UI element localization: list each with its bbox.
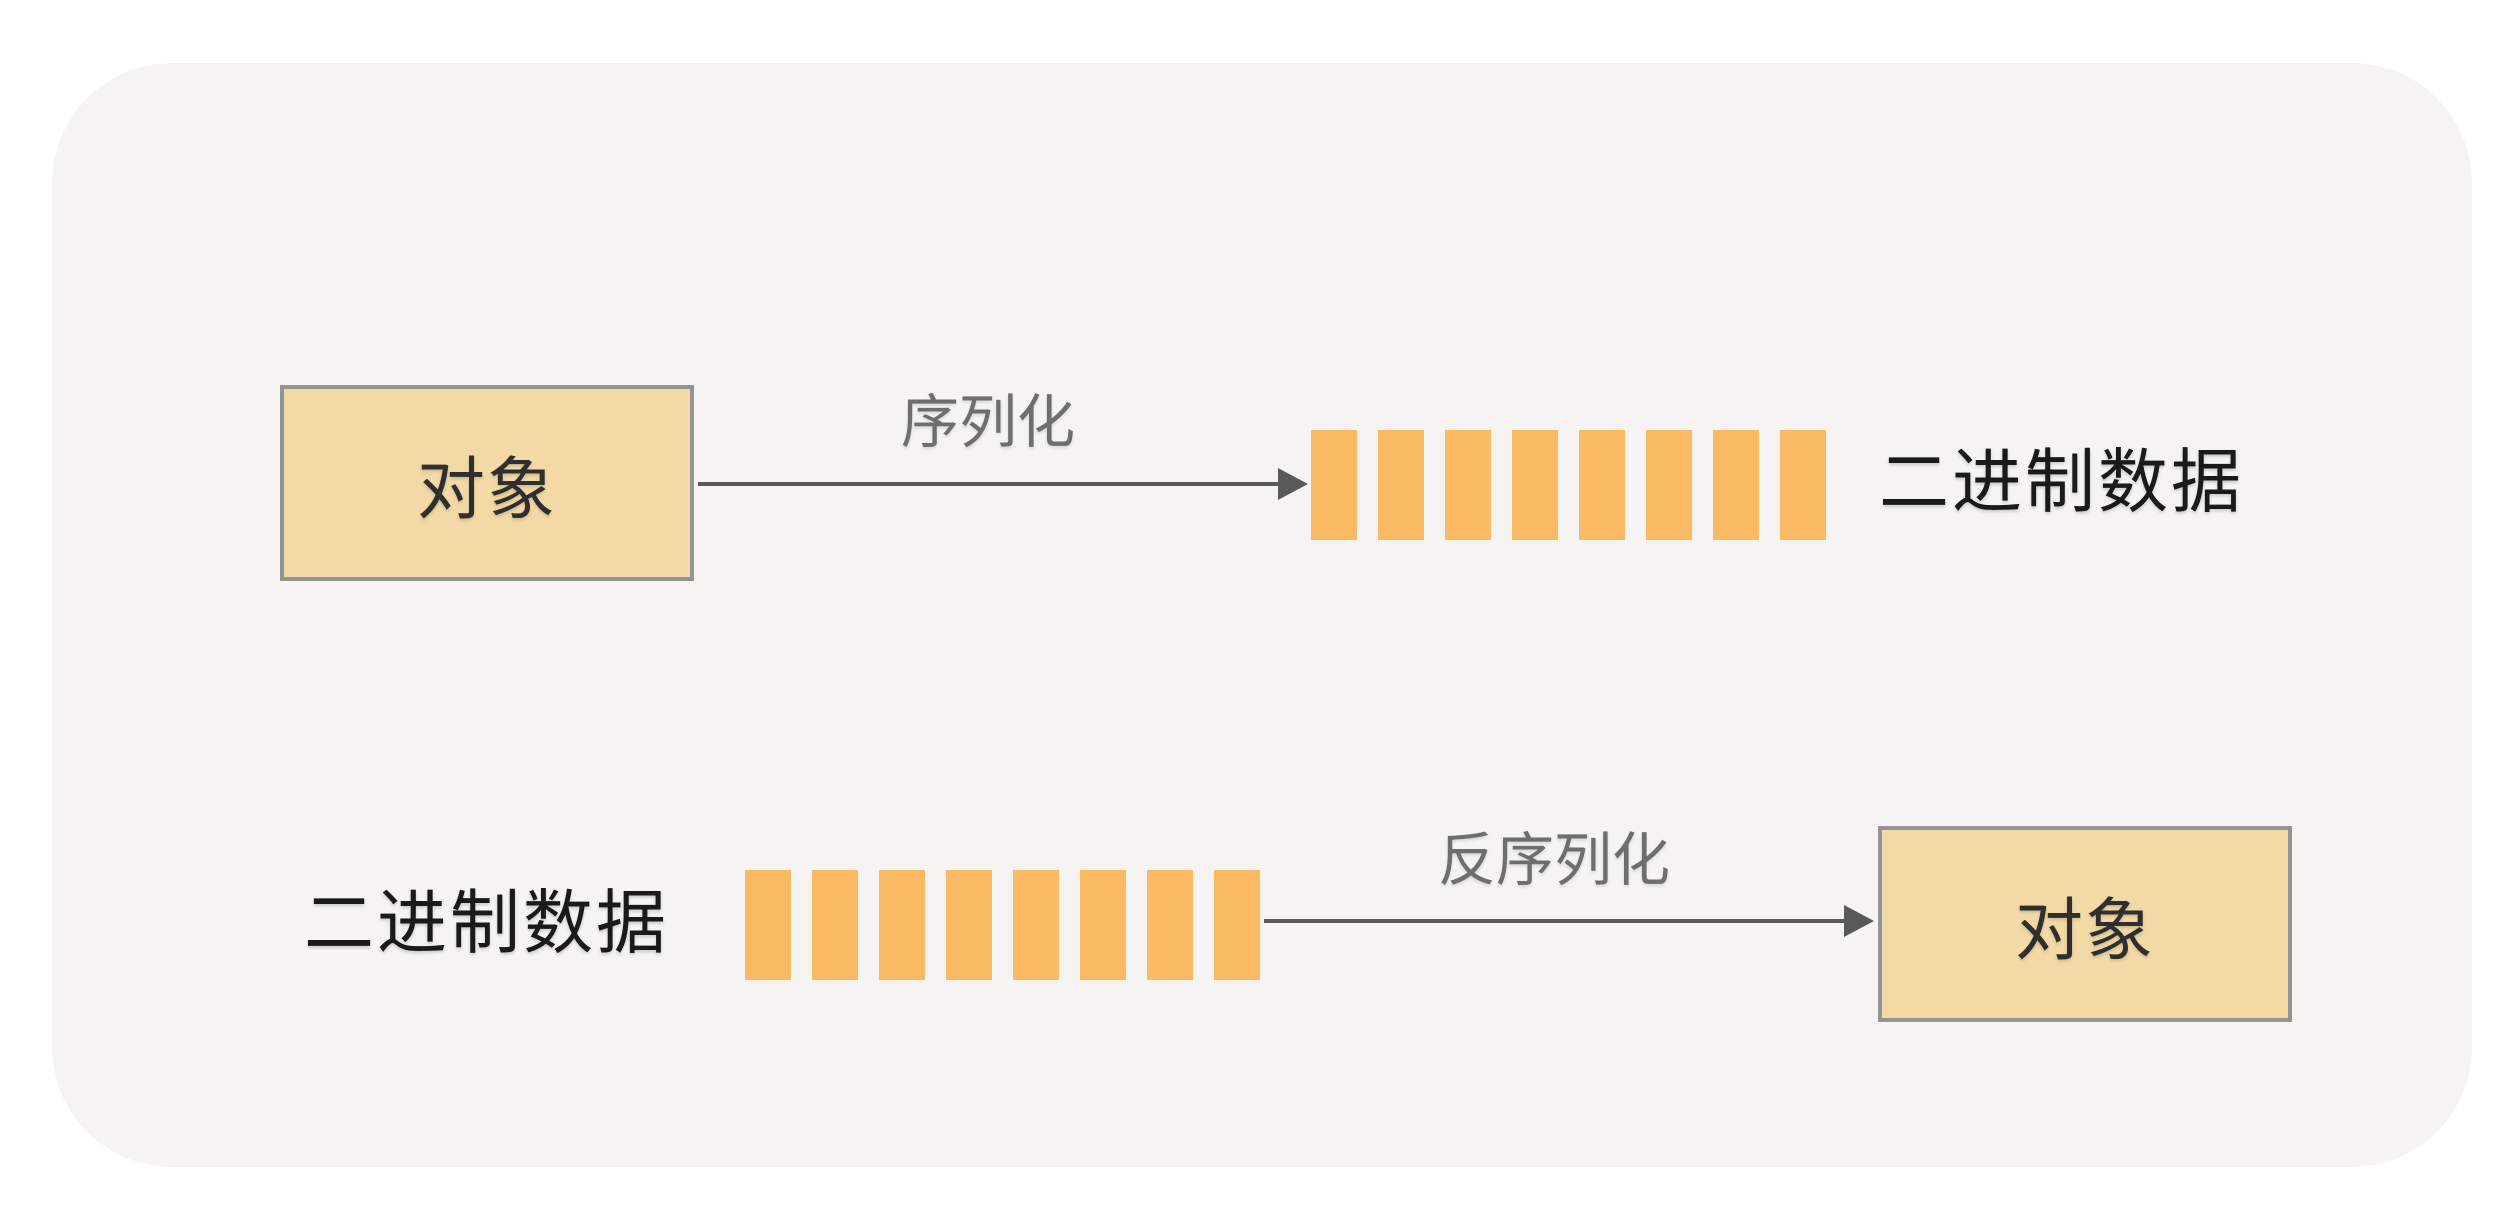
deserialize-arrow-line [1264, 919, 1844, 923]
binary-bars-bottom [745, 870, 1260, 980]
binary-bar [1214, 870, 1260, 980]
binary-bar [879, 870, 925, 980]
serialize-label: 序列化 [900, 390, 1075, 455]
serialize-arrow-line [698, 482, 1278, 486]
object-box-top: 对象 [280, 385, 694, 581]
binary-bar [745, 870, 791, 980]
serialize-arrowhead-icon [1278, 468, 1308, 500]
binary-bar [1311, 430, 1357, 540]
object-box-bottom-label: 对象 [2014, 892, 2155, 969]
object-box-bottom: 对象 [1878, 826, 2292, 1022]
binary-bar [1080, 870, 1126, 980]
binary-bar [1579, 430, 1625, 540]
binary-bar [1378, 430, 1424, 540]
binary-bars-top [1311, 430, 1826, 540]
deserialize-arrowhead-icon [1844, 905, 1874, 937]
diagram-canvas: 对象 序列化 二进制数据 二进制数据 反序列化 对象 [52, 63, 2472, 1167]
binary-data-label-bottom: 二进制数据 [304, 884, 669, 962]
binary-bar [1780, 430, 1826, 540]
binary-bar [1646, 430, 1692, 540]
binary-bar [1512, 430, 1558, 540]
binary-bar [812, 870, 858, 980]
binary-bar [1445, 430, 1491, 540]
deserialize-label: 反序列化 [1437, 828, 1670, 893]
binary-bar [1713, 430, 1759, 540]
binary-bar [946, 870, 992, 980]
binary-bar [1147, 870, 1193, 980]
binary-data-label-top: 二进制数据 [1879, 443, 2244, 521]
binary-bar [1013, 870, 1059, 980]
object-box-top-label: 对象 [416, 451, 557, 528]
